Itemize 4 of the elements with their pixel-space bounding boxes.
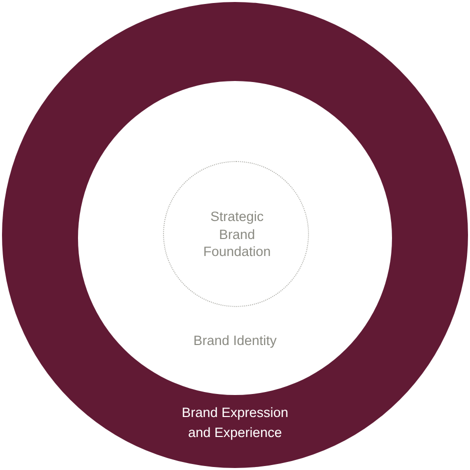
disc-label: Brand Identity	[192, 332, 278, 350]
circle-label: Strategic Brand Foundation	[202, 208, 272, 260]
ring-label: Brand Expression and Experience	[180, 404, 290, 442]
dotted-circle	[163, 161, 309, 307]
